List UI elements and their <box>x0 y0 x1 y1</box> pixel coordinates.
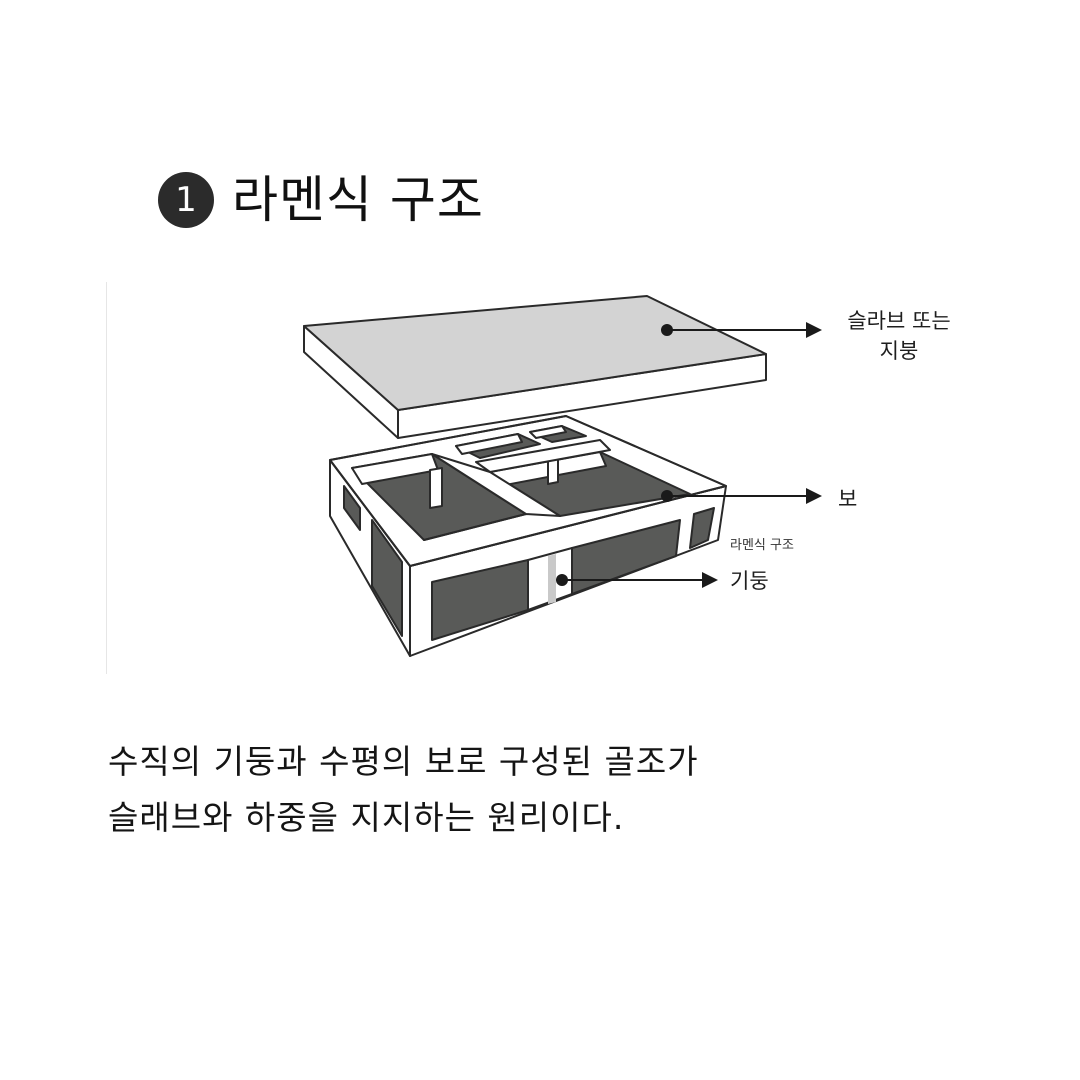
column-label: 기둥 <box>730 569 769 593</box>
section-title-text: 라멘식 구조 <box>232 171 484 229</box>
section-number-badge: 1 <box>158 172 214 228</box>
slab-label-line2: 지붕 <box>879 339 919 364</box>
pointer-arrows <box>556 322 822 588</box>
diagram-caption: 라멘식 구조 <box>730 538 794 553</box>
description-text: 수직의 기둥과 수평의 보로 구성된 골조가 슬래브와 하중을 지지하는 원리이… <box>108 734 699 846</box>
section-title: 1 라멘식 구조 <box>158 172 484 228</box>
frame-diagram <box>329 415 727 657</box>
slab-label-line1: 슬라브 또는 <box>847 309 951 333</box>
description-line-2: 슬래브와 하중을 지지하는 원리이다. <box>108 798 625 837</box>
description-line-1: 수직의 기둥과 수평의 보로 구성된 골조가 <box>108 742 699 781</box>
beam-label: 보 <box>838 487 858 511</box>
slab-diagram <box>303 295 767 439</box>
diagram-left-divider <box>106 282 107 674</box>
slab-label: 슬라브 또는 지붕 <box>832 306 966 367</box>
